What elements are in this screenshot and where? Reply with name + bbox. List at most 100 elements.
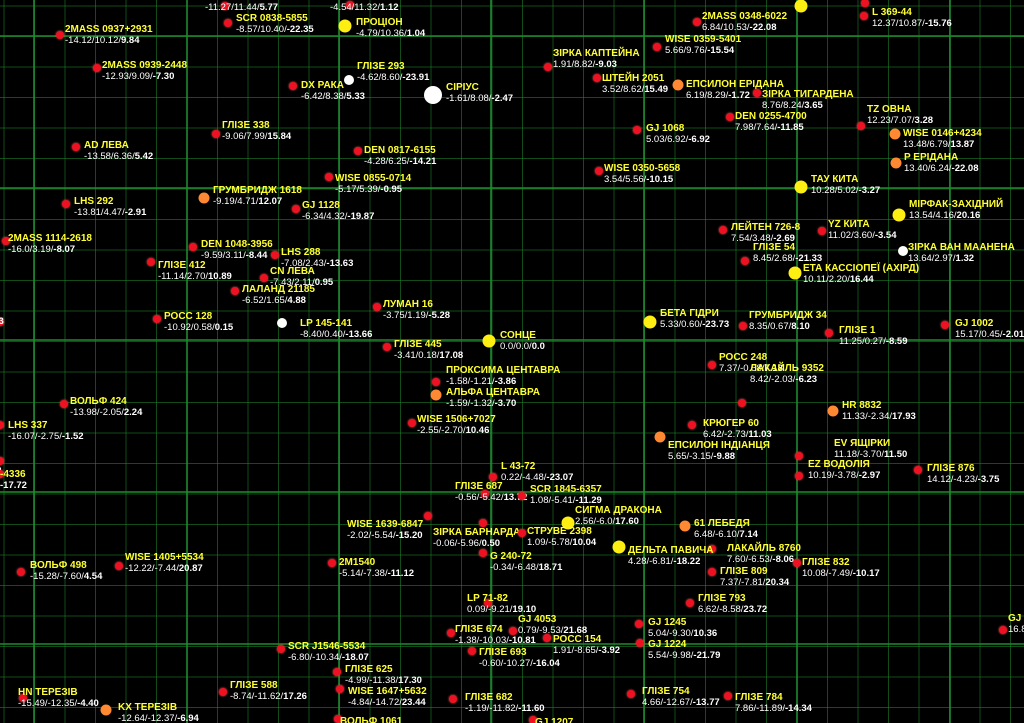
star-name[interactable]: ГЛІЗЕ 445 — [394, 339, 442, 350]
star-name[interactable]: ПРОЦІОН — [356, 17, 403, 28]
star-name[interactable]: РОСС 128 — [164, 311, 213, 322]
star-marker[interactable] — [544, 63, 552, 71]
star-name[interactable]: ЛАЛАНД 21185 — [242, 284, 315, 295]
star-marker[interactable] — [325, 173, 333, 181]
star-marker[interactable] — [424, 512, 432, 520]
star-name[interactable]: LP 145-141 — [300, 318, 353, 329]
star-marker[interactable] — [100, 704, 112, 716]
star-marker[interactable] — [643, 315, 657, 329]
star-name[interactable]: 61 ЛЕБЕДЯ — [694, 518, 750, 529]
star-marker[interactable] — [481, 490, 489, 498]
star-marker[interactable] — [795, 452, 803, 460]
star-name[interactable]: LHS 292 — [74, 196, 114, 207]
star-name[interactable]: -4336 — [0, 469, 26, 480]
star-name[interactable]: 2MASS 0937+2931 — [65, 24, 153, 35]
star-name[interactable]: EZ ВОДОЛІЯ — [808, 459, 870, 470]
star-marker[interactable] — [999, 626, 1007, 634]
star-marker[interactable] — [889, 128, 901, 140]
star-name[interactable]: ГЛІЗЕ 832 — [802, 557, 850, 568]
star-name[interactable]: ГЛІЗЕ 693 — [479, 647, 527, 658]
star-name[interactable]: SCR 1845-6357 — [530, 484, 602, 495]
star-marker[interactable] — [468, 647, 476, 655]
star-marker[interactable] — [489, 473, 497, 481]
star-name[interactable]: GJ 1002 — [955, 318, 994, 329]
star-name[interactable]: ЕТА КАССІОПЕЇ (АХІРД) — [803, 263, 920, 274]
star-marker[interactable] — [153, 315, 161, 323]
star-name[interactable]: ГЛІЗЕ 412 — [158, 260, 206, 271]
star-marker[interactable] — [115, 562, 123, 570]
star-name[interactable]: ШТЕЙН 2051 — [602, 73, 665, 84]
star-name[interactable]: ГРУМБРИДЖ 34 — [749, 310, 827, 321]
star-name[interactable]: ГЛІЗЕ 54 — [753, 242, 796, 253]
star-name[interactable]: EV ЯЩІРКИ — [834, 438, 891, 449]
star-marker[interactable] — [794, 0, 808, 13]
star-marker[interactable] — [724, 692, 732, 700]
star-marker[interactable] — [338, 19, 352, 33]
star-name[interactable]: ЕПСИЛОН ІНДІАНЦЯ — [668, 440, 770, 451]
star-name[interactable]: МІРФАК-ЗАХІДНИЙ — [909, 199, 1004, 210]
star-name[interactable]: L 43-72 — [501, 461, 536, 472]
star-marker[interactable] — [793, 559, 801, 567]
star-name[interactable]: АЛЬФА ЦЕНТАВРА — [446, 387, 540, 398]
star-name[interactable]: ТАУ КИТА — [811, 174, 859, 185]
star-marker[interactable] — [518, 492, 526, 500]
star-marker[interactable] — [260, 274, 268, 282]
star-name[interactable]: ГЛІЗЕ 674 — [455, 624, 503, 635]
star-name[interactable]: DX РАКА — [301, 80, 345, 91]
star-name[interactable]: ЗІРКА ВАН МААНЕНА — [908, 242, 1015, 253]
star-marker[interactable] — [354, 147, 362, 155]
star-name[interactable]: БЕТА ГІДРИ — [660, 308, 719, 319]
star-marker[interactable] — [277, 318, 287, 328]
star-marker[interactable] — [892, 208, 906, 222]
star-marker[interactable] — [219, 688, 227, 696]
star-name[interactable]: СІРІУС — [446, 82, 479, 93]
star-marker[interactable] — [479, 519, 487, 527]
star-marker[interactable] — [430, 389, 442, 401]
star-name[interactable]: ГЛІЗЕ 588 — [230, 680, 278, 691]
star-marker[interactable] — [719, 226, 727, 234]
star-name[interactable]: КРЮГЕР 60 — [703, 418, 759, 429]
star-name[interactable]: ГЛІЗЕ 682 — [465, 692, 513, 703]
star-name[interactable]: DEN 0255-4700 — [735, 111, 807, 122]
star-marker[interactable] — [408, 419, 416, 427]
star-name[interactable]: ГЛІЗЕ 809 — [720, 566, 768, 577]
star-marker[interactable] — [346, 1, 354, 9]
star-marker[interactable] — [860, 12, 868, 20]
star-marker[interactable] — [432, 378, 440, 386]
star-marker[interactable] — [861, 0, 869, 7]
star-name[interactable]: ЛАКАЙЛЬ 8760 — [727, 543, 801, 554]
star-marker[interactable] — [543, 634, 551, 642]
star-name[interactable]: WISE 0146+4234 — [903, 128, 982, 139]
star-marker[interactable] — [334, 715, 342, 723]
star-name[interactable]: SCR J1546-5534 — [288, 641, 366, 652]
star-marker[interactable] — [688, 421, 696, 429]
star-marker[interactable] — [653, 43, 661, 51]
star-name[interactable]: WISE 1647+5632 — [348, 686, 427, 697]
star-name[interactable]: GJ — [1008, 613, 1022, 624]
star-marker[interactable] — [825, 329, 833, 337]
star-marker[interactable] — [72, 143, 80, 151]
star-name[interactable]: ПРОКСИМА ЦЕНТАВРА — [446, 365, 561, 376]
star-name[interactable]: ЕПСИЛОН ЕРІДАНА — [686, 79, 784, 90]
star-name[interactable]: ЗІРКА КАПТЕЙНА — [553, 48, 640, 59]
star-name[interactable]: WISE 1639-6847 — [347, 519, 424, 530]
star-marker[interactable] — [212, 130, 220, 138]
star-name[interactable]: GJ 1128 — [302, 200, 340, 211]
star-marker[interactable] — [941, 321, 949, 329]
star-name[interactable]: ЗІРКА БАРНАРДА — [433, 527, 521, 538]
star-name[interactable]: ГЛІЗЕ 687 — [455, 481, 503, 492]
star-marker[interactable] — [509, 627, 517, 635]
star-marker[interactable] — [383, 343, 391, 351]
star-marker[interactable] — [17, 568, 25, 576]
star-marker[interactable] — [679, 520, 691, 532]
star-marker[interactable] — [328, 559, 336, 567]
star-marker[interactable] — [0, 457, 4, 465]
star-marker[interactable] — [827, 405, 839, 417]
star-marker[interactable] — [686, 599, 694, 607]
star-name[interactable]: 2MASS 0939-2448 — [102, 60, 188, 71]
star-name[interactable]: СТРУВЕ 2398 — [527, 526, 592, 537]
star-marker[interactable] — [818, 227, 826, 235]
star-marker[interactable] — [794, 180, 808, 194]
star-name[interactable]: WISE 0350-5658 — [604, 163, 681, 174]
